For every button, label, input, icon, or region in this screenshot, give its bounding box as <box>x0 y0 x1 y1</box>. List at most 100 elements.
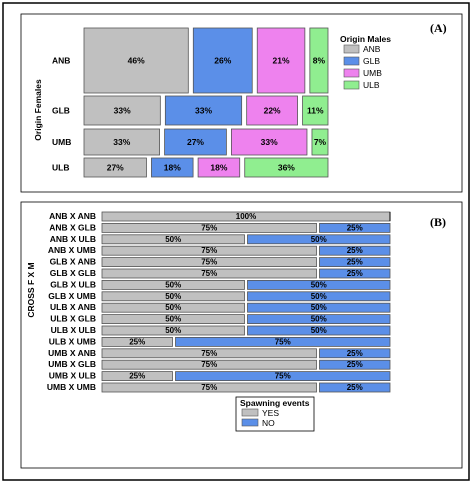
bar-no <box>319 222 391 233</box>
bar-yes <box>101 359 317 370</box>
bar-no-label: 75% <box>275 372 291 381</box>
bar-category-label: ANB X ANB <box>49 211 96 221</box>
bar-no <box>247 234 391 245</box>
mosaic-cell-label: 46% <box>128 56 145 66</box>
bar-no-label: 50% <box>311 315 327 324</box>
bar-no <box>319 268 391 279</box>
mosaic-cell <box>164 95 243 126</box>
bar-no-label: 25% <box>347 383 363 392</box>
legend-swatch <box>241 418 259 427</box>
bar-no-label: 50% <box>311 292 327 301</box>
legend-swatch <box>343 44 360 54</box>
mosaic-cell <box>256 27 306 94</box>
mosaic-cell-label: 27% <box>107 163 124 173</box>
mosaic-cell <box>244 157 329 178</box>
bar-yes-label: 25% <box>129 337 145 346</box>
bar-no <box>247 314 391 325</box>
mosaic-cell-label: 33% <box>195 106 212 116</box>
mosaic-cell-label: 27% <box>187 137 204 147</box>
bar-yes <box>101 302 245 313</box>
bar-no-label: 50% <box>311 280 327 289</box>
bar-yes <box>101 257 317 268</box>
bar-yes-label: 50% <box>165 326 181 335</box>
bar-yes-label: 100% <box>236 212 256 221</box>
bar-yes-label: 75% <box>201 269 217 278</box>
mosaic-cell <box>197 157 241 178</box>
bar-no-label: 25% <box>347 246 363 255</box>
bar-yes <box>101 268 317 279</box>
legend-swatch <box>343 68 360 78</box>
panel-b-frame <box>20 201 463 469</box>
bar-yes <box>101 279 245 290</box>
bar-category-label: UMB X ULB <box>49 371 96 381</box>
panel-b-ylabel: CROSS F X M <box>26 262 36 317</box>
bar-no <box>175 371 391 382</box>
mosaic-row-label: GLB <box>52 106 70 116</box>
bar-yes <box>101 371 173 382</box>
bar-no-label: 50% <box>311 235 327 244</box>
mosaic-cell <box>83 128 160 156</box>
bar-yes <box>101 325 245 336</box>
mosaic-cell-label: 33% <box>113 137 130 147</box>
mosaic-cell <box>246 95 298 126</box>
mosaic-cell-label: 22% <box>264 106 281 116</box>
bar-category-label: UMB X UMB <box>47 382 96 392</box>
legend-label: UMB <box>363 68 382 78</box>
bar-category-label: GLB X UMB <box>48 291 96 301</box>
bar-yes-label: 25% <box>129 372 145 381</box>
bar-no-label: 25% <box>347 223 363 232</box>
mosaic-cell-label: 33% <box>114 106 131 116</box>
bar-yes <box>101 245 317 256</box>
bar-yes-label: 75% <box>201 360 217 369</box>
mosaic-row-label: ULB <box>52 163 69 173</box>
bar-no <box>247 279 391 290</box>
mosaic-cell <box>311 128 329 156</box>
bar-category-label: ULB X UMB <box>49 336 96 346</box>
mosaic-cell-label: 18% <box>164 163 181 173</box>
mosaic-cell <box>192 27 253 94</box>
mosaic-cell <box>302 95 329 126</box>
bar-no-label: 25% <box>347 269 363 278</box>
mosaic-cell-label: 36% <box>278 163 295 173</box>
bar-yes-label: 75% <box>201 383 217 392</box>
bar-category-label: ULB X ANB <box>50 302 96 312</box>
bar-yes <box>101 222 317 233</box>
panel-a-legend-title: Origin Males <box>340 34 391 44</box>
stacked-bar-plot: ANB X ANB 100% ANB X GLB 75% 25% ANB X ULB 50%… <box>47 211 391 393</box>
bar-yes-label: 50% <box>165 280 181 289</box>
bar-yes-label: 50% <box>165 315 181 324</box>
mosaic-cell-label: 8% <box>313 56 326 66</box>
bar-no <box>247 325 391 336</box>
bar-yes <box>101 348 317 359</box>
bar-no-label: 25% <box>347 349 363 358</box>
bar-category-label: ANB X ULB <box>50 234 96 244</box>
mosaic-cell-label: 18% <box>210 163 227 173</box>
bar-yes-label: 75% <box>201 258 217 267</box>
bar-no <box>319 382 391 393</box>
legend-swatch <box>241 408 259 417</box>
mosaic-cell <box>309 27 329 94</box>
legend-swatch <box>343 80 360 90</box>
bar-yes-label: 75% <box>201 246 217 255</box>
legend-label: GLB <box>363 56 380 66</box>
bar-no-label: 25% <box>347 258 363 267</box>
bar-category-label: ANB X GLB <box>49 222 96 232</box>
mosaic-cell-label: 21% <box>273 56 290 66</box>
bar-no <box>319 245 391 256</box>
mosaic-row-label: UMB <box>52 137 71 147</box>
mosaic-cell <box>164 128 227 156</box>
mosaic-cell <box>83 157 147 178</box>
bar-no <box>319 359 391 370</box>
panel-b-legend-title: Spawning events <box>240 398 310 408</box>
bar-no <box>247 302 391 313</box>
mosaic-cell-label: 11% <box>307 106 324 116</box>
legend-label: YES <box>262 408 279 418</box>
bar-category-label: ANB X UMB <box>48 245 96 255</box>
bar-yes-label: 75% <box>201 349 217 358</box>
legend-label: ANB <box>363 44 381 54</box>
mosaic-cell-label: 33% <box>261 137 278 147</box>
mosaic-cell-label: 26% <box>214 56 231 66</box>
